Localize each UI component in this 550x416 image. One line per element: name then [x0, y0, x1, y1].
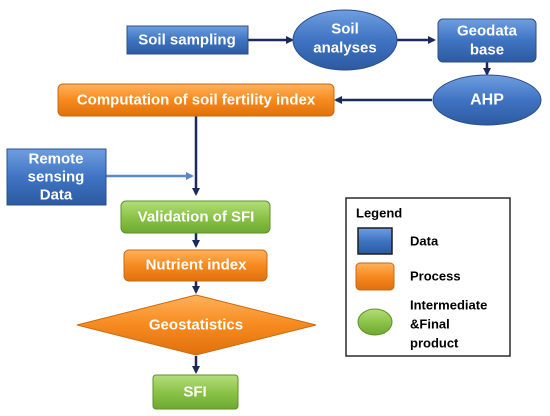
- node-soil-sampling: Soil sampling: [126, 25, 249, 55]
- legend-product-label-3: product: [410, 336, 459, 351]
- node-sfi-label: SFI: [183, 384, 206, 401]
- node-geodata-base: Geodata base: [437, 18, 537, 63]
- node-soil-analyses: Soil analyses: [292, 9, 398, 71]
- node-computation-label: Computation of soil fertility index: [77, 92, 316, 109]
- node-ahp: AHP: [432, 74, 542, 126]
- node-nutrient-index: Nutrient index: [123, 249, 268, 282]
- legend-process-swatch: [355, 262, 395, 291]
- legend-process-label: Process: [410, 269, 461, 284]
- node-geodata-label-2: base: [470, 42, 504, 59]
- node-soil-sampling-label: Soil sampling: [138, 32, 236, 49]
- legend-product-label-1: Intermediate: [410, 298, 487, 313]
- node-remote-label-3: Data: [40, 187, 73, 204]
- node-sfi: SFI: [152, 374, 239, 410]
- legend-product-label-2: &Final: [410, 317, 450, 332]
- node-geodata-label-1: Geodata: [457, 23, 518, 40]
- legend-data-label: Data: [410, 234, 439, 249]
- legend-product-swatch: [357, 308, 393, 336]
- node-ahp-label: AHP: [470, 92, 504, 109]
- node-computation: Computation of soil fertility index: [57, 83, 335, 117]
- legend: Legend Data Process Intermediate &Final …: [345, 197, 511, 357]
- node-soil-analyses-label-1: Soil: [331, 21, 359, 38]
- legend-title: Legend: [356, 206, 402, 221]
- node-soil-analyses-label-2: analyses: [313, 40, 376, 57]
- node-remote-sensing: Remote sensing Data: [6, 148, 107, 206]
- node-geostatistics: Geostatistics: [76, 294, 317, 356]
- legend-data-swatch: [357, 227, 393, 255]
- node-validation-label: Validation of SFI: [138, 209, 255, 226]
- connectors: [106, 36, 491, 374]
- node-geostatistics-label: Geostatistics: [149, 317, 243, 334]
- node-remote-label-2: sensing: [28, 169, 85, 186]
- node-validation: Validation of SFI: [120, 200, 271, 234]
- node-remote-label-1: Remote: [28, 151, 83, 168]
- node-nutrient-label: Nutrient index: [146, 257, 247, 274]
